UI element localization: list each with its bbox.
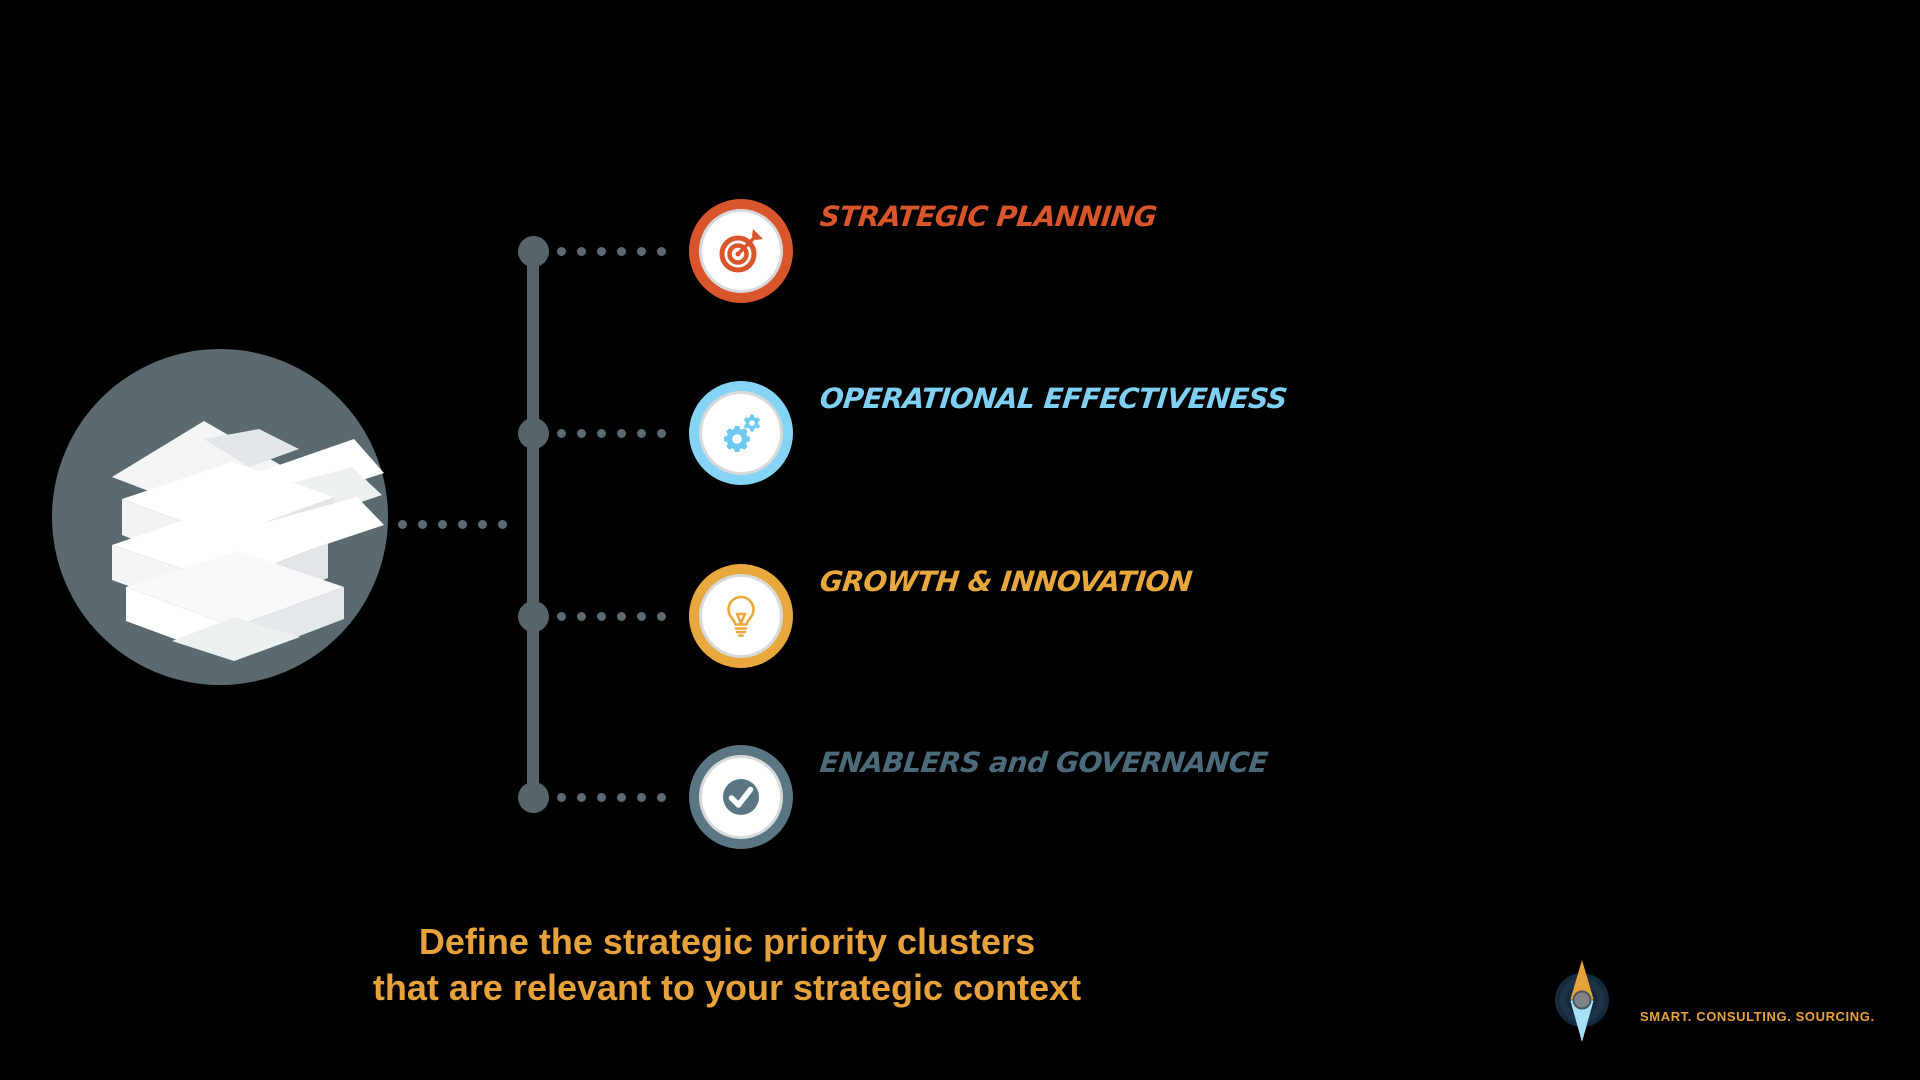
cluster-badge xyxy=(689,381,793,485)
cluster-badge xyxy=(689,199,793,303)
paper-stack-circle xyxy=(52,349,388,685)
dot xyxy=(398,520,407,529)
caption-line-1: Define the strategic priority clusters xyxy=(418,921,1036,962)
dot xyxy=(498,520,507,529)
connector-dots xyxy=(557,428,666,438)
cluster-label: ENABLERS and GOVERNANCE xyxy=(818,745,1270,779)
check-circle-icon xyxy=(723,779,759,815)
cluster-row-strategic-planning: STRATEGIC PLANNING xyxy=(518,199,1159,303)
dot xyxy=(438,520,447,529)
timeline-node xyxy=(518,600,549,632)
cluster-label: STRATEGIC PLANNING xyxy=(818,199,1159,233)
gears-icon xyxy=(724,414,760,452)
timeline-spine xyxy=(527,251,539,797)
connector-dots xyxy=(557,792,666,802)
cluster-badge xyxy=(689,564,793,668)
cluster-row-enablers-governance: ENABLERS and GOVERNANCE xyxy=(518,745,1270,849)
paper-stack-icon xyxy=(52,349,388,685)
timeline-node xyxy=(518,235,549,267)
dot xyxy=(478,520,487,529)
dot xyxy=(418,520,427,529)
timeline-node xyxy=(518,781,549,813)
connector-dots xyxy=(557,246,666,256)
caption: Define the strategic priority clusters t… xyxy=(207,919,1247,1011)
timeline-node xyxy=(518,417,549,449)
cluster-row-operational-effectiveness: OPERATIONAL EFFECTIVENESS xyxy=(518,381,1289,485)
cluster-row-growth-innovation: GROWTH & INNOVATION xyxy=(518,564,1194,668)
cluster-label: GROWTH & INNOVATION xyxy=(818,564,1194,598)
connector-dots-main xyxy=(398,520,507,529)
dot xyxy=(458,520,467,529)
compass-icon xyxy=(1555,960,1609,1042)
logo-tagline: SMART. CONSULTING. SOURCING. xyxy=(1640,1009,1875,1024)
target-icon xyxy=(719,229,763,273)
connector-dots xyxy=(557,611,666,621)
caption-line-2: that are relevant to your strategic cont… xyxy=(372,967,1082,1008)
cluster-badge xyxy=(689,745,793,849)
lightbulb-icon xyxy=(727,595,755,637)
cluster-label: OPERATIONAL EFFECTIVENESS xyxy=(818,381,1289,415)
